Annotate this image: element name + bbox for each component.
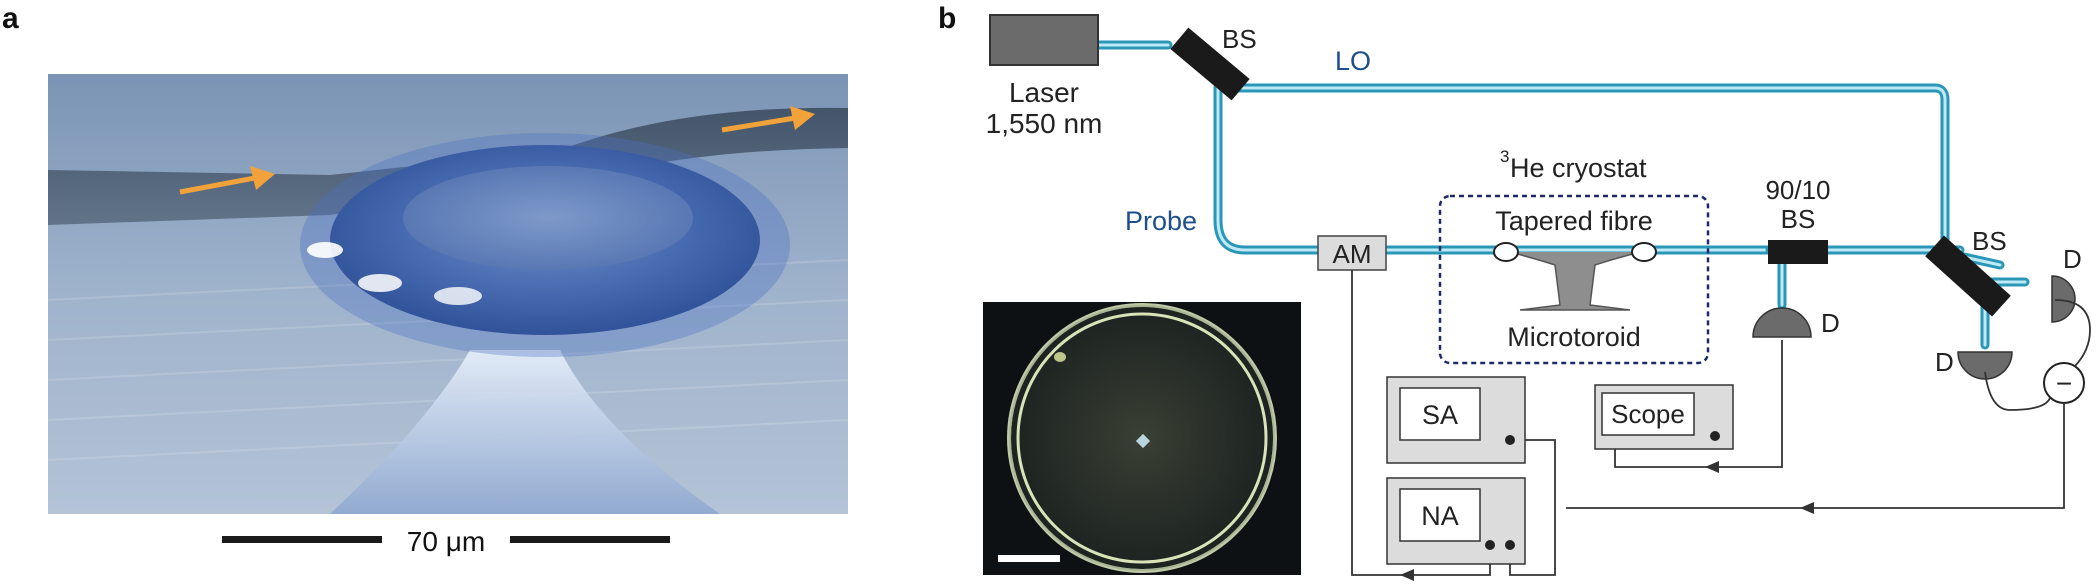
- beam-splitter-90-10: [1768, 240, 1828, 264]
- detector-mid-label: D: [1821, 308, 1840, 338]
- laser-label-line2: 1,550 nm: [986, 108, 1103, 139]
- wire-detector-to-subtractor-b: [1984, 371, 2051, 411]
- panel-b-diagram: Laser 1,550 nm BS LO Probe AM 3 He cryos…: [983, 14, 2091, 581]
- cryostat-boundary: [1438, 194, 1710, 365]
- wire-scope-probe: [1614, 449, 1710, 468]
- detector-mid: [1752, 307, 1812, 338]
- scale-bar-right: [510, 536, 670, 543]
- scale-bar-left: [222, 536, 382, 543]
- microtoroid-label: Microtoroid: [1507, 322, 1641, 352]
- panel-a-figure: 70 μm: [47, 74, 849, 557]
- fibre-probe-path: [1213, 83, 1965, 255]
- detector-right-top-label: D: [2063, 244, 2082, 274]
- light-direction-arrow-left: [179, 166, 275, 195]
- beam-splitter-right: [1925, 235, 2011, 317]
- arrowhead-to-na-bottom: [1400, 569, 1414, 581]
- micrograph-inset: [983, 302, 1301, 575]
- lo-label: LO: [1335, 46, 1371, 76]
- cryostat-sup: 3: [1500, 147, 1509, 166]
- tapered-fibre-label: Tapered fibre: [1495, 206, 1653, 236]
- arrowhead-to-na: [1800, 502, 1814, 514]
- pillar-render: [330, 350, 720, 514]
- arrowhead-to-scope: [1705, 461, 1719, 473]
- scale-bar-label: 70 μm: [407, 526, 485, 557]
- bs-9010-line2: BS: [1781, 204, 1816, 234]
- am-modulator: [1317, 235, 1387, 271]
- bs-top-label: BS: [1222, 24, 1257, 54]
- detector-right-bottom-label: D: [1935, 347, 1954, 377]
- wire-detector-to-subtractor-a: [2054, 299, 2091, 367]
- sa-label: SA: [1422, 400, 1458, 430]
- beam-splitter-top: [1170, 27, 1250, 101]
- laser-box: [989, 14, 1099, 66]
- am-label: AM: [1333, 239, 1372, 269]
- panel-a-letter: a: [2, 2, 19, 35]
- bs-9010-line1: 90/10: [1765, 175, 1830, 205]
- micrograph-scale-bar: [998, 555, 1060, 562]
- bs-right-label: BS: [1972, 226, 2007, 256]
- laser-label-line1: Laser: [1009, 77, 1079, 108]
- na-label: NA: [1421, 501, 1459, 531]
- scope-label: Scope: [1611, 399, 1685, 429]
- wire-subtractor-to-na: [1566, 403, 2065, 509]
- detector-right-bottom: [1957, 351, 2013, 380]
- cryostat-label: He cryostat: [1510, 153, 1647, 183]
- light-direction-arrow-right: [721, 106, 815, 133]
- probe-label: Probe: [1125, 206, 1197, 236]
- detector-right-top: [2051, 275, 2076, 323]
- wire-sa-to-na: [1509, 439, 1556, 576]
- wire-detector-mid-to-scope: [1710, 340, 1783, 468]
- panel-b-letter: b: [938, 2, 957, 35]
- subtractor-symbol: −: [2056, 368, 2072, 399]
- microtoroid-schematic: [1493, 242, 1657, 311]
